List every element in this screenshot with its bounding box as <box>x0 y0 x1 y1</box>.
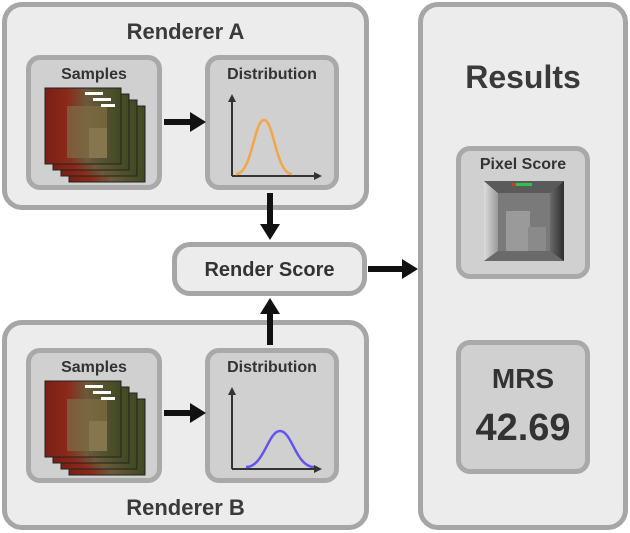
renderer-b-gaussian-curve <box>245 429 315 469</box>
mrs-label: MRS <box>491 363 555 394</box>
mrs-box: MRS 42.69 <box>456 340 590 474</box>
renderer-a-sample-stack <box>44 87 146 183</box>
renderer-b-samples-label: Samples <box>61 359 127 376</box>
renderer-a-distribution-plot <box>228 94 322 180</box>
renderer-a-distribution-box: Distribution <box>205 55 339 190</box>
renderer-a-samples-box: Samples <box>26 55 162 190</box>
render-score-label: Render Score <box>204 259 335 281</box>
renderer-b-distribution-plot <box>228 387 322 473</box>
renderer-a-samples-label: Samples <box>61 66 127 83</box>
pixel-score-map <box>484 181 564 261</box>
mrs-value: 42.69 <box>475 407 571 449</box>
pixel-score-label: Pixel Score <box>479 156 567 173</box>
pixel-score-box: Pixel Score <box>456 146 590 279</box>
renderer-a-gaussian-curve <box>235 118 293 176</box>
arrow-head-renderer-a <box>260 224 280 240</box>
render-score-box: Render Score <box>172 242 367 296</box>
arrow-head-renderer-b <box>260 298 280 314</box>
renderer-b-distribution-label: Distribution <box>227 359 317 376</box>
renderer-a-distribution-label: Distribution <box>227 66 317 83</box>
renderer-b-title: Renderer B <box>126 495 245 520</box>
results-title: Results <box>465 59 581 95</box>
arrow-head-results <box>402 259 418 279</box>
renderer-b-samples-box: Samples <box>26 348 162 483</box>
renderer-b-distribution-box: Distribution <box>205 348 339 483</box>
renderer-b-sample-stack <box>44 380 146 476</box>
renderer-a-title: Renderer A <box>126 19 245 44</box>
